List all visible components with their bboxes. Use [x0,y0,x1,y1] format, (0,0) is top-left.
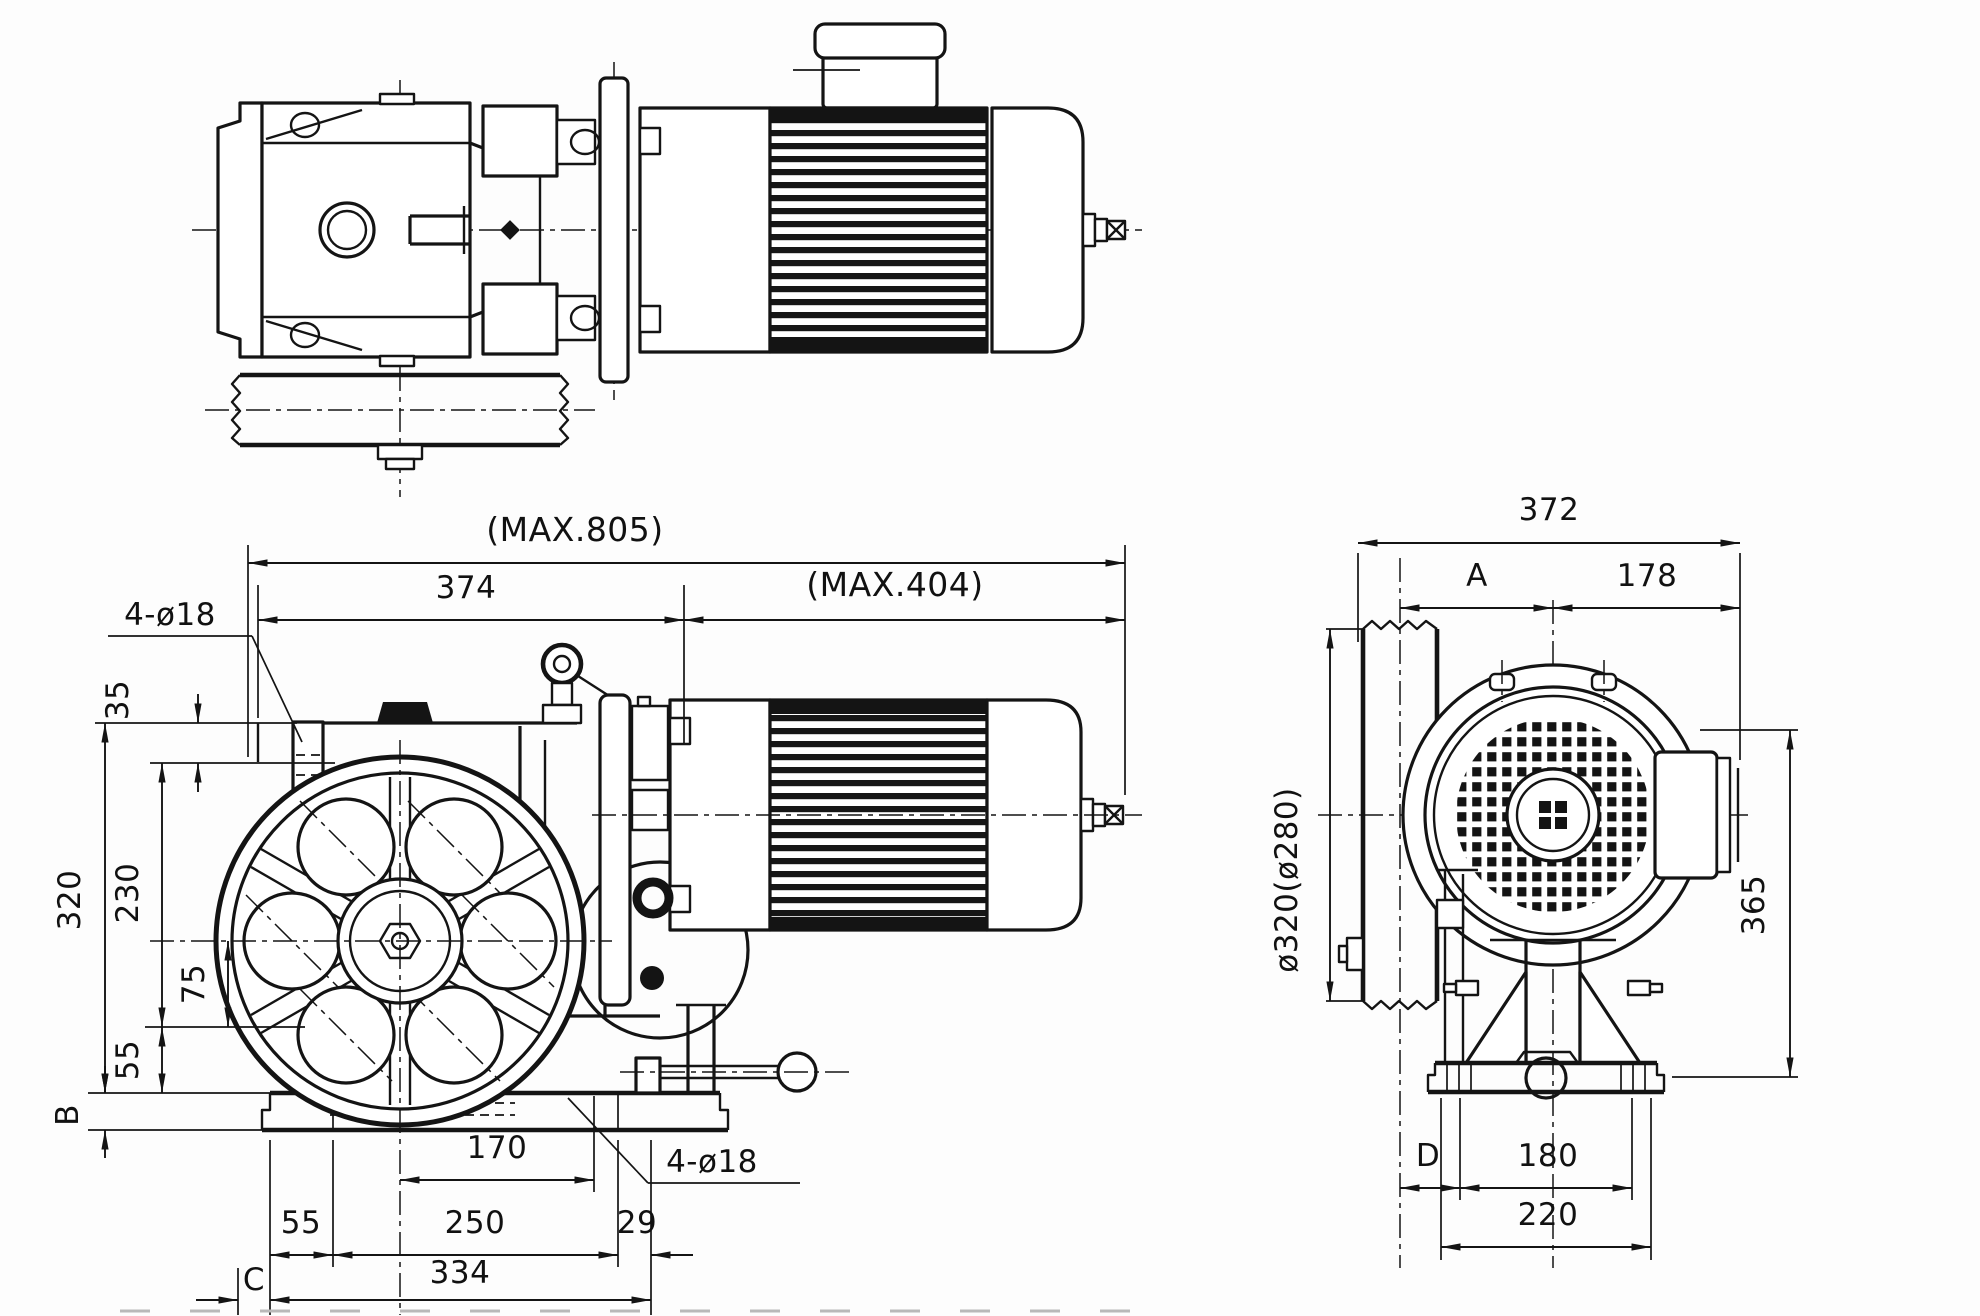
motor-flange-top-view [598,76,630,384]
mount-lug-top [481,104,559,178]
dim-A: A [1466,558,1488,594]
dim-55-bottom: 55 [281,1205,321,1241]
brake-assembly [630,704,670,782]
dim-372: 372 [1519,492,1580,528]
dim-35: 35 [100,680,136,720]
gearbox-end-plate [216,101,264,359]
label-4-o18-top: 4-ø18 [124,597,216,633]
shaft-center-mark [500,220,520,240]
dim-D: D [1416,1138,1440,1174]
top-cover-bolt [378,92,416,106]
traction-sheave-wheel [150,740,612,1315]
dim-max-805: (MAX.805) [486,510,663,549]
machine-face [1401,663,1705,967]
housing-bolt-bottom [289,321,321,349]
sheave-top-view [205,372,595,471]
terminal-box-lid [813,22,947,60]
eyebolt [540,642,657,728]
side-view-dimensions: 372 A 178 ø320(ø280) 365 D 180 220 [1269,492,1798,1260]
dim-B: B [50,1104,86,1126]
dim-250: 250 [445,1205,506,1241]
rope-hole [1524,1056,1568,1100]
inspection-hole [318,201,376,259]
base-side [1426,1050,1666,1100]
terminal-box-side [1653,750,1740,880]
motor-end-cap-top-view [990,106,1085,354]
dim-178: 178 [1617,558,1678,594]
dim-170: 170 [467,1130,528,1166]
housing-bolt-lower [640,966,664,990]
brake-release-lever [620,1051,852,1095]
dim-230: 230 [110,863,146,924]
dim-365: 365 [1736,875,1772,936]
front-view-dimensions: (MAX.805) 374 (MAX.404) 4-ø18 35 320 230… [50,510,1126,1315]
label-4-o18-bottom: 4-ø18 [666,1144,758,1180]
side-view [1318,558,1748,1268]
dim-max-404: (MAX.404) [806,565,983,604]
top-view [192,22,1142,497]
dim-C: C [243,1262,265,1298]
housing-boss [377,702,433,723]
dim-29: 29 [617,1205,657,1241]
dim-sheave-diameter: ø320(ø280) [1269,787,1305,972]
dim-220: 220 [1518,1197,1579,1233]
dim-334: 334 [430,1255,491,1291]
dim-75: 75 [176,964,212,1004]
dim-180: 180 [1518,1138,1579,1174]
dim-320: 320 [52,870,88,931]
dim-55-left: 55 [110,1040,146,1080]
clamp-bolt-right [1626,979,1652,997]
front-view [150,642,1142,1315]
housing-bolt-ring [632,877,674,919]
housing-bolt-top [289,111,321,139]
motor-flange-front [598,693,632,1007]
motor-fins-top-view [770,122,987,338]
dim-374: 374 [436,570,497,606]
mount-lug-bottom [481,282,559,356]
clamp-bolt-left [1454,979,1480,997]
